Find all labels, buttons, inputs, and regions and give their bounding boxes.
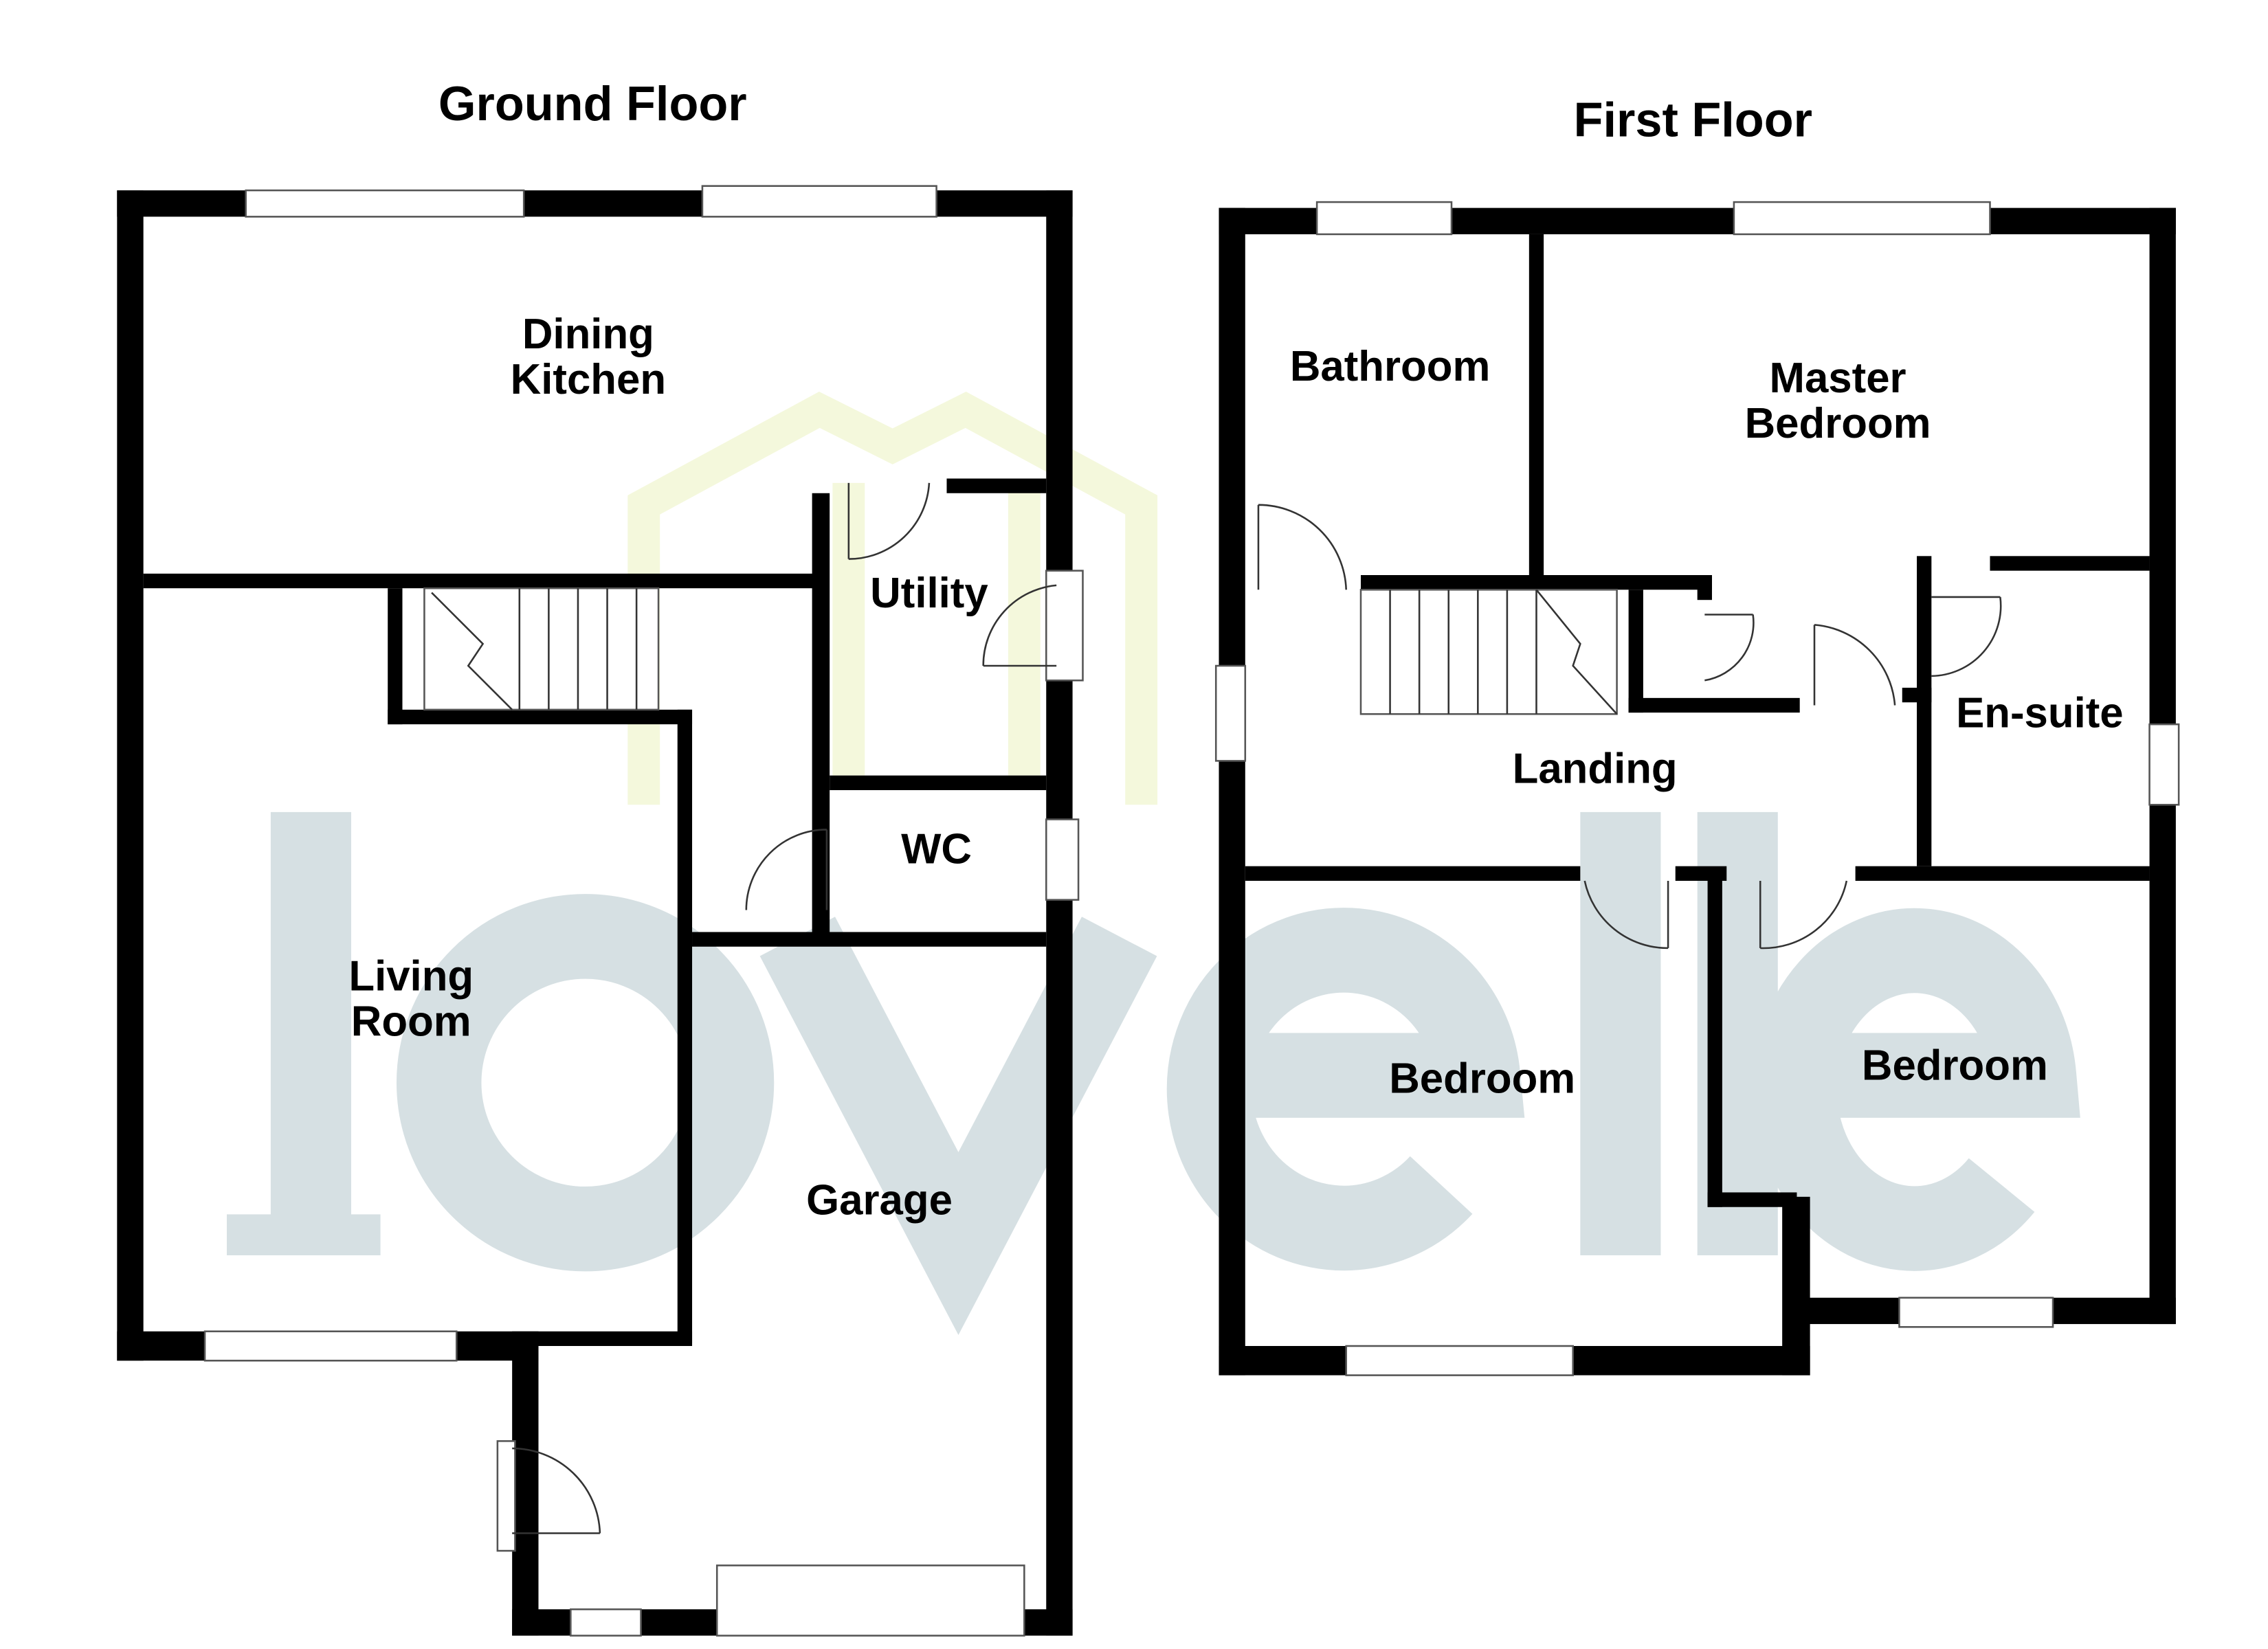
room-label-en-suite: En-suite [1956,689,2124,737]
room-label-master: Master [1770,355,1906,402]
room-label-bathroom: Bathroom [1290,343,1491,390]
first-floor-stairs [1359,589,1618,715]
room-label-room: Room [351,998,471,1046]
room-label-dining: Dining [522,311,654,358]
room-label-bedroom-1: Bedroom [1389,1055,1575,1103]
ground-floor-title: Ground Floor [438,76,747,131]
ground-floor-stairs [423,587,660,711]
first-floor-doors [1257,504,2002,950]
ground-floor-doors [512,482,1057,1534]
room-label-wc: WC [901,825,972,873]
room-label-bedroom-2: Bedroom [1862,1042,2048,1090]
ground-floor-windows [203,185,1084,1637]
watermark-lettering [227,811,2080,1336]
room-label-utility: Utility [870,570,988,617]
room-label-garage: Garage [806,1176,953,1224]
room-label-landing: Landing [1513,745,1678,792]
room-label-kitchen: Kitchen [511,356,666,403]
room-label-master-bedroom: Bedroom [1745,400,1931,447]
first-floor-windows [1214,201,2180,1376]
first-floor-title: First Floor [1574,92,1812,146]
room-label-living: Living [348,953,474,1000]
